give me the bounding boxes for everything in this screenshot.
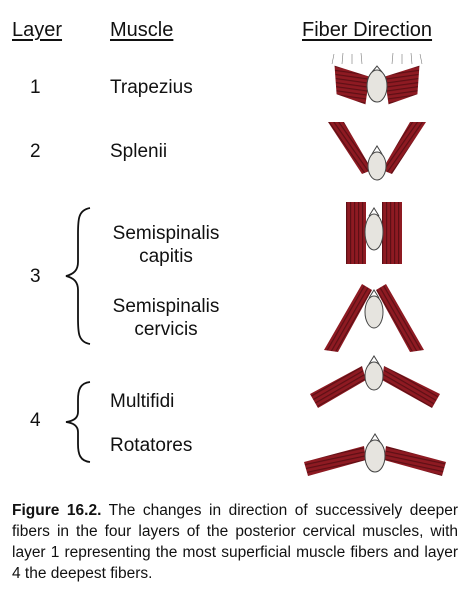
- trapezius-fiber-icon: [331, 52, 423, 105]
- header-fiber-direction: Fiber Direction: [302, 19, 433, 41]
- header-muscle: Muscle: [110, 19, 174, 41]
- multifidi-fiber-icon: [310, 355, 440, 408]
- header-layer: Layer: [12, 19, 63, 41]
- muscle-semispinalis-cervicis: Semispinalis cervicis: [102, 295, 230, 341]
- layer-number-2: 2: [30, 141, 41, 162]
- layer-number-4: 4: [30, 410, 41, 431]
- rotatores-fiber-icon: [304, 433, 446, 476]
- muscle-splenii: Splenii: [110, 141, 168, 162]
- semispinalis-capitis-fiber-icon: [346, 202, 402, 264]
- layer-number-3: 3: [30, 266, 41, 287]
- semispinalis-cervicis-fiber-icon: [324, 284, 424, 352]
- figure-caption: Figure 16.2. The changes in direction of…: [12, 500, 458, 584]
- muscle-semispinalis-cervicis-line2: cervicis: [134, 319, 198, 340]
- figure-caption-label: Figure 16.2.: [12, 502, 102, 519]
- figure-caption-text: The changes in direction of successively…: [12, 502, 458, 582]
- brace-layer-3: [65, 207, 91, 345]
- muscle-semispinalis-cervicis-line1: Semispinalis: [112, 296, 220, 317]
- splenii-fiber-icon: [328, 122, 426, 181]
- muscle-multifidi: Multifidi: [110, 391, 175, 412]
- muscle-semispinalis-capitis-line1: Semispinalis: [112, 223, 220, 244]
- muscle-semispinalis-capitis: Semispinalis capitis: [102, 222, 230, 268]
- layer-number-1: 1: [30, 77, 41, 98]
- muscle-rotatores: Rotatores: [110, 435, 193, 456]
- brace-layer-4: [65, 381, 91, 463]
- muscle-trapezius: Trapezius: [110, 77, 193, 98]
- muscle-semispinalis-capitis-line2: capitis: [139, 246, 193, 267]
